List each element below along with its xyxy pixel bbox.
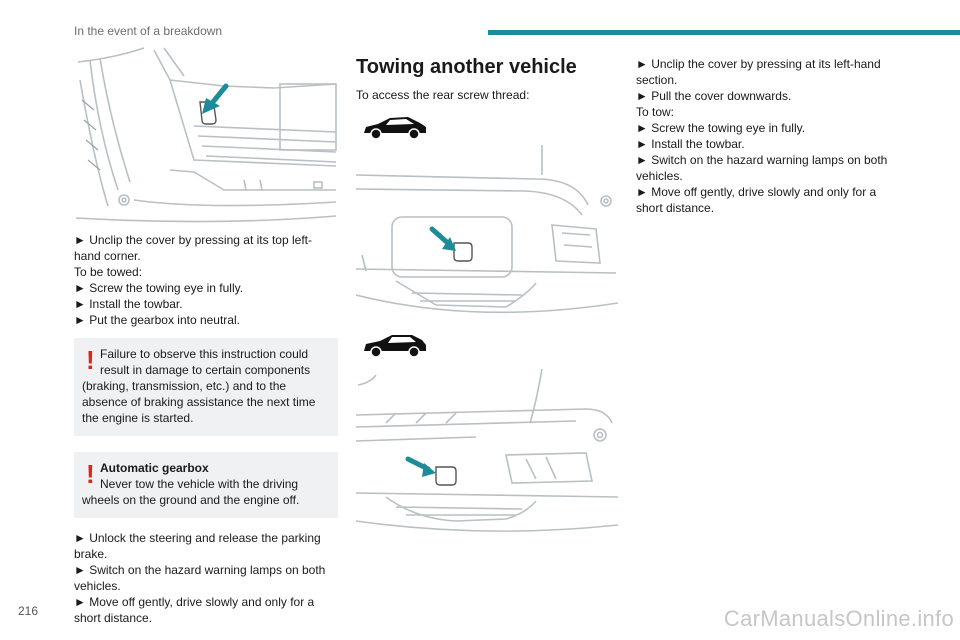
section-heading: Towing another vehicle <box>356 56 577 78</box>
step-line: ► Install the towbar. <box>636 137 745 151</box>
right-steps: ► Unclip the cover by pressing at its le… <box>636 56 908 216</box>
step-line: ► Unclip the cover by pressing at its le… <box>636 57 881 71</box>
middle-column: Towing another vehicle To access the rea… <box>356 56 618 533</box>
step-line: ► Move off gently, drive slowly and only… <box>636 185 877 199</box>
warning-box-damage: ! Failure to observe this instruction co… <box>74 338 338 436</box>
step-line: section. <box>636 73 678 87</box>
warning-line: Failure to observe this instruction coul… <box>100 347 309 361</box>
warning-line: result in damage to certain components <box>100 363 311 377</box>
step-line: ► Unclip the cover by pressing at its to… <box>74 233 312 247</box>
header-accent-bar <box>488 30 960 35</box>
step-line: vehicles. <box>74 579 121 593</box>
step-line: ► Put the gearbox into neutral. <box>74 313 240 327</box>
rear-bumper-illustration-2 <box>356 368 618 532</box>
warning-icon: ! <box>86 459 95 489</box>
step-line: ► Switch on the hazard warning lamps on … <box>636 153 888 167</box>
step-line: ► Move off gently, drive slowly and only… <box>74 595 315 609</box>
pointer-arrow-icon <box>405 456 436 477</box>
step-line: ► Switch on the hazard warning lamps on … <box>74 563 326 577</box>
right-column: ► Unclip the cover by pressing at its le… <box>636 56 908 216</box>
warning-line: Never tow the vehicle with the driving <box>100 477 299 491</box>
step-line: brake. <box>74 547 108 561</box>
pointer-arrow-icon <box>202 83 229 114</box>
step-line: ► Install the towbar. <box>74 297 183 311</box>
step-line: short distance. <box>74 611 153 625</box>
step-line: vehicles. <box>636 169 683 183</box>
step-line: ► Unlock the steering and release the pa… <box>74 531 321 545</box>
step-line: To tow: <box>636 105 675 119</box>
section-title: In the event of a breakdown <box>74 24 223 38</box>
warning-line: the engine is started. <box>82 411 194 425</box>
page-number: 216 <box>18 604 39 618</box>
intro-text: To access the rear screw thread: <box>356 88 530 102</box>
warning-line: wheels on the ground and the engine off. <box>82 493 300 507</box>
step-line: To be towed: <box>74 265 143 279</box>
warning-box-automatic-gearbox: ! Automatic gearbox Never tow the vehicl… <box>74 452 338 518</box>
left-steps: ► Unclip the cover by pressing at its to… <box>74 232 338 328</box>
car-silhouette-icon <box>364 117 426 140</box>
warning-title: Automatic gearbox <box>100 461 209 475</box>
left-steps-2: ► Unlock the steering and release the pa… <box>74 530 338 626</box>
step-line: ► Screw the towing eye in fully. <box>74 281 244 295</box>
warning-icon: ! <box>86 345 95 375</box>
warning-line: absence of braking assistance the next t… <box>82 395 316 409</box>
step-line: short distance. <box>636 201 715 215</box>
step-line: hand corner. <box>74 249 141 263</box>
car-silhouette-icon <box>364 335 426 358</box>
rear-bumper-illustration-1 <box>356 145 618 314</box>
front-bumper-illustration <box>75 47 337 223</box>
pointer-arrow-icon <box>429 226 456 251</box>
warning-line: (braking, transmission, etc.) and to the <box>82 379 287 393</box>
step-line: ► Screw the towing eye in fully. <box>636 121 806 135</box>
step-line: ► Pull the cover downwards. <box>636 89 792 103</box>
watermark: CarManualsOnline.info <box>724 606 954 632</box>
watermark-text: CarManualsOnline.info <box>723 606 954 631</box>
left-column: ► Unclip the cover by pressing at its to… <box>74 40 338 626</box>
